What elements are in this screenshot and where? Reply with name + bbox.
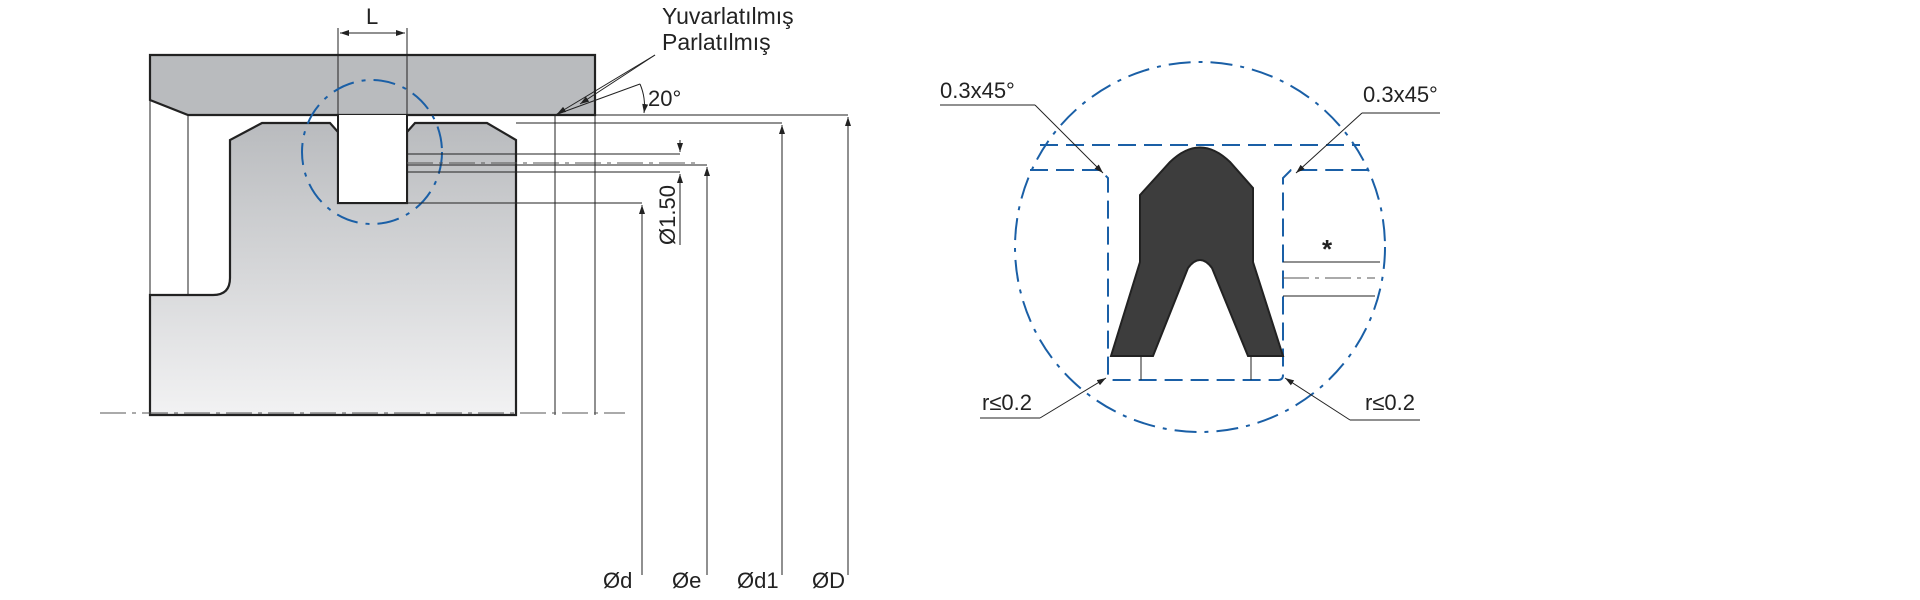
label-d1: Ød1 (737, 568, 779, 593)
label-e: Øe (672, 568, 701, 593)
label-D: ØD (812, 568, 845, 593)
u-cup-seal-profile (1109, 146, 1285, 357)
label-chamfer-left: 0.3x45° (940, 78, 1015, 103)
label-d: Ød (603, 568, 632, 593)
detail-view-circle (1014, 61, 1386, 433)
piston (148, 121, 518, 417)
label-finish-rounded: Yuvarlatılmış (662, 3, 794, 29)
label-radius-right: r≤0.2 (1365, 390, 1415, 415)
label-L: L (366, 4, 378, 29)
label-angle: 20° (648, 86, 681, 111)
label-chamfer-right: 0.3x45° (1363, 82, 1438, 107)
label-finish-polished: Parlatılmış (662, 29, 771, 55)
housing (148, 53, 597, 117)
label-radius-left: r≤0.2 (982, 390, 1032, 415)
label-asterisk: * (1322, 234, 1333, 264)
label-dia-1-50: Ø1.50 (655, 185, 680, 245)
detail-marker-circle (301, 79, 443, 225)
